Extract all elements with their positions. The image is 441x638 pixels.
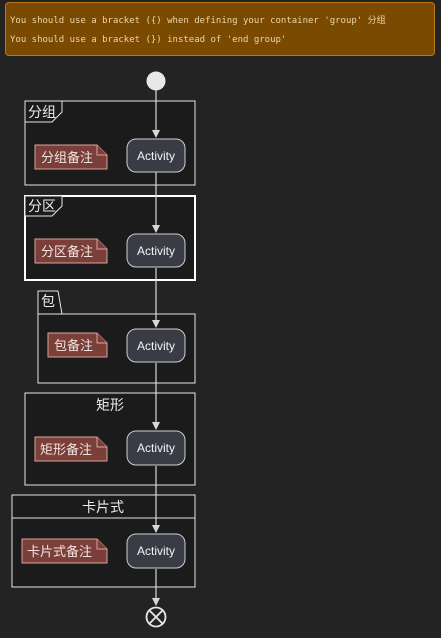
warning-line: You should use a bracket (}) instead of … (10, 35, 287, 45)
start-node (146, 71, 166, 91)
activity-node: Activity (126, 328, 186, 363)
package-label: 包 (41, 294, 55, 310)
flow-arrowhead (152, 525, 160, 533)
activity-label: Activity (137, 441, 175, 455)
note-package: 包备注 (47, 332, 108, 358)
note-text: 包备注 (54, 338, 93, 354)
flow-arrowhead (152, 422, 160, 430)
note-rectangle: 矩形备注 (34, 436, 108, 462)
flow-arrowhead (152, 598, 160, 606)
activity-node: Activity (126, 138, 186, 173)
rectangle-label: 矩形 (96, 398, 124, 414)
note-group: 分组备注 (34, 144, 108, 170)
activity-label: Activity (137, 544, 175, 558)
partition-label: 分区 (28, 199, 56, 215)
activity-node: Activity (126, 533, 186, 569)
end-node (145, 606, 167, 628)
activity-node: Activity (126, 430, 186, 466)
card-label: 卡片式 (82, 500, 124, 516)
flow-arrowhead (152, 130, 160, 138)
activity-label: Activity (137, 149, 175, 163)
warning-line: You should use a bracket ({) when defini… (10, 16, 386, 26)
note-text: 卡片式备注 (27, 544, 92, 560)
activity-node: Activity (126, 233, 186, 268)
note-card: 卡片式备注 (21, 538, 108, 564)
group-label: 分组 (28, 105, 56, 121)
group-tab (24, 100, 63, 123)
control-flow (152, 90, 160, 606)
activity-label: Activity (137, 244, 175, 258)
note-text: 分组备注 (41, 150, 93, 166)
note-text: 矩形备注 (40, 442, 92, 458)
flow-arrowhead (152, 225, 160, 233)
flow-arrowhead (152, 320, 160, 328)
note-text: 分区备注 (41, 244, 93, 260)
warning-banner: You should use a bracket ({) when defini… (5, 2, 435, 56)
note-partition: 分区备注 (34, 238, 108, 264)
partition-tab (24, 195, 63, 217)
activity-label: Activity (137, 339, 175, 353)
